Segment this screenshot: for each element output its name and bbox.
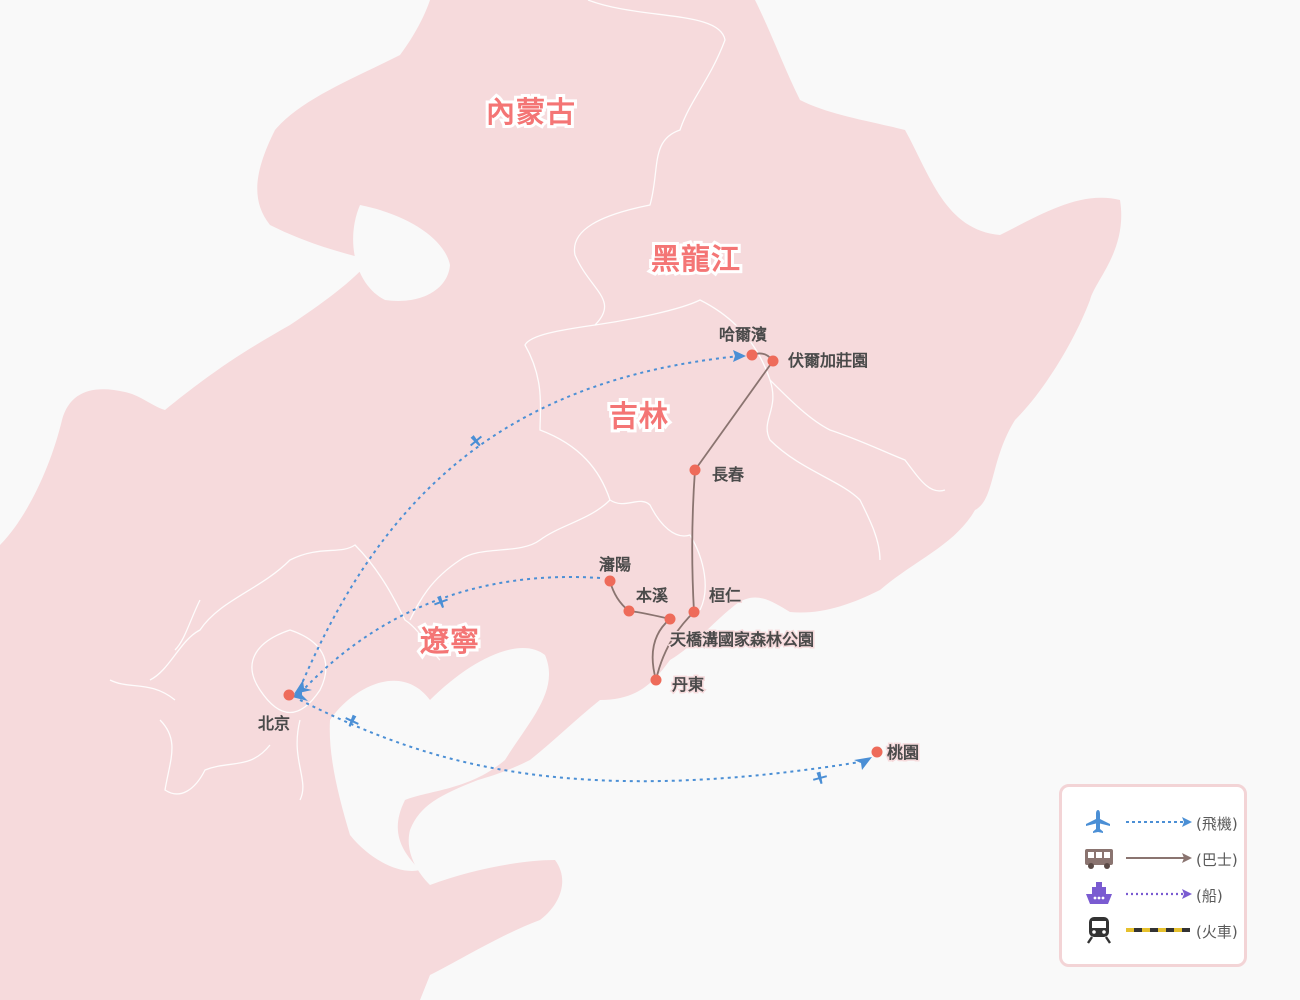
arrowhead-beijing-2 [292, 687, 308, 701]
city-dot-taoyuan [871, 746, 883, 758]
legend-line-bus [1126, 853, 1192, 863]
city-dot-volga-manor [767, 355, 779, 367]
province-borders [109, 0, 946, 801]
city-label-beijing: 北京 [258, 714, 290, 733]
arrowhead-taoyuan [854, 757, 872, 770]
city-label-shenyang: 瀋陽 [599, 555, 631, 574]
plane-marker-1 [469, 435, 483, 447]
bus-route-changchun-huanren [691, 469, 696, 613]
region-label-heilongjiang: 黑龍江 [651, 242, 741, 276]
bus-route-huanren-dandong [655, 611, 695, 681]
city-label-taoyuan: 桃園 [887, 743, 919, 762]
airplane-icon [1086, 810, 1110, 833]
plane-marker-4 [812, 771, 828, 785]
bus-route-volga-changchun [694, 360, 774, 471]
legend-label-ship: (船) [1196, 887, 1223, 905]
legend-line-train [1126, 928, 1190, 932]
city-dot-dandong [650, 674, 662, 686]
plane-marker-2 [434, 595, 448, 608]
legend-line-flight [1126, 817, 1192, 827]
city-dot-shenyang [604, 575, 616, 587]
legend-row-flight: (飛機) [1082, 807, 1242, 837]
city-markers [283, 349, 883, 758]
flight-route-beijing-taoyuan [299, 699, 861, 783]
city-dot-benxi [623, 605, 635, 617]
legend-row-train: (火車) [1082, 915, 1242, 945]
city-dot-changchun [689, 464, 701, 476]
flight-routes [292, 350, 872, 785]
arrowhead-harbin [733, 350, 746, 362]
city-label-harbin: 哈爾濱 [719, 325, 767, 344]
city-label-volga-manor: 伏爾加莊園 [788, 351, 868, 370]
land-mass [0, 0, 1122, 1000]
legend-label-flight: (飛機) [1196, 815, 1238, 833]
city-dot-beijing [283, 689, 295, 701]
city-dot-harbin [746, 349, 758, 361]
legend-line-ship [1126, 889, 1192, 899]
city-label-huanren: 桓仁 [709, 586, 741, 605]
city-label-benxi: 本溪 [636, 586, 669, 605]
bohai-sea [329, 647, 550, 871]
bus-icon [1085, 849, 1113, 869]
ship-icon [1086, 882, 1112, 904]
inlet-northwest [353, 205, 450, 301]
plane-marker-3 [345, 714, 359, 727]
city-label-changchun: 長春 [712, 465, 745, 484]
legend-row-ship: (船) [1082, 879, 1242, 909]
city-label-tianqiaogou: 天橋溝國家森林公園 [670, 630, 814, 649]
region-label-liaoning: 遼寧 [420, 624, 480, 658]
city-dot-tianqiaogou [664, 613, 676, 625]
flight-route-beijing-harbin [299, 355, 741, 689]
bus-route-dandong-benxi [651, 618, 671, 681]
legend-row-bus: (巴士) [1082, 843, 1242, 873]
train-icon [1087, 917, 1111, 944]
region-label-jilin: 吉林 [609, 399, 669, 433]
legend-label-bus: (巴士) [1196, 851, 1238, 869]
city-label-dandong: 丹東 [672, 675, 704, 694]
legend-label-train: (火車) [1196, 923, 1238, 941]
city-dot-huanren [688, 606, 700, 618]
map-legend: (飛機) (巴士) (船) [1059, 784, 1247, 967]
region-label-inner-mongolia: 內蒙古 [486, 95, 576, 129]
